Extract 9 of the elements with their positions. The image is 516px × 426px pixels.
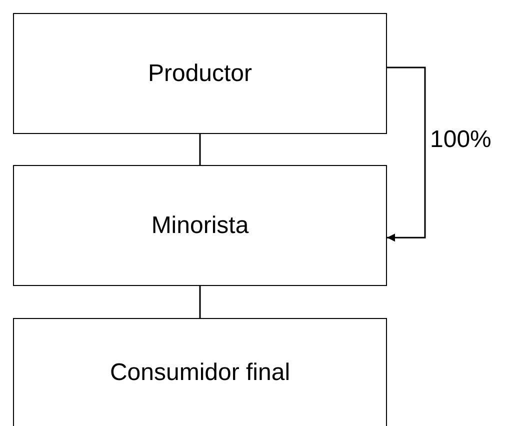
connector-line [199, 134, 201, 165]
process-box [13, 13, 387, 134]
process-box [13, 318, 387, 426]
box-label: Minorista [151, 212, 249, 240]
connector-line [199, 286, 201, 318]
box-label: Consumidor final [110, 358, 290, 386]
box-label: Productor [148, 60, 252, 88]
arrow [387, 66, 426, 242]
process-box [13, 165, 387, 286]
